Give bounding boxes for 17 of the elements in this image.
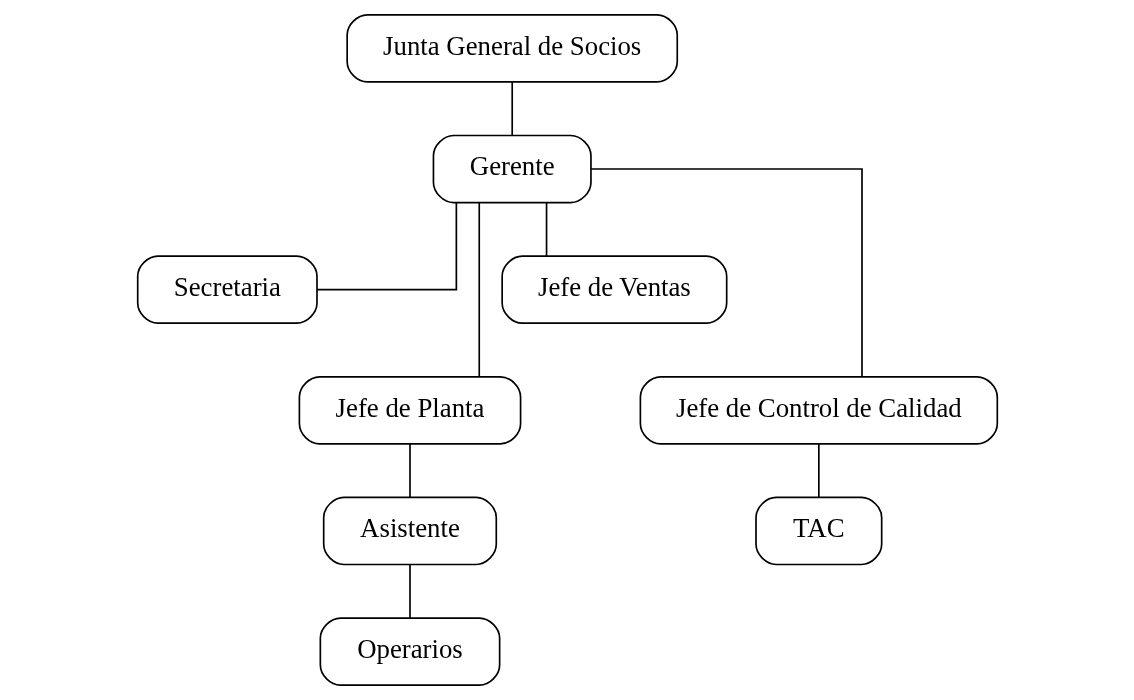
node-box: Junta General de Socios <box>345 14 678 83</box>
node-box: Jefe de Ventas <box>500 255 727 325</box>
connector <box>477 201 480 378</box>
connector <box>589 168 863 378</box>
connector <box>408 443 411 498</box>
connector <box>315 201 457 291</box>
connector <box>510 81 513 137</box>
node-box: Jefe de Planta <box>298 375 521 445</box>
connector <box>545 201 547 257</box>
node-box: TAC <box>754 496 882 566</box>
node-box: Secretaria <box>136 255 318 325</box>
connector <box>817 443 820 498</box>
connector <box>408 563 411 619</box>
node-box: Gerente <box>432 134 592 204</box>
node-box: Operarios <box>319 617 500 686</box>
node-box: Asistente <box>322 496 497 566</box>
node-box: Jefe de Control de Calidad <box>639 375 998 445</box>
